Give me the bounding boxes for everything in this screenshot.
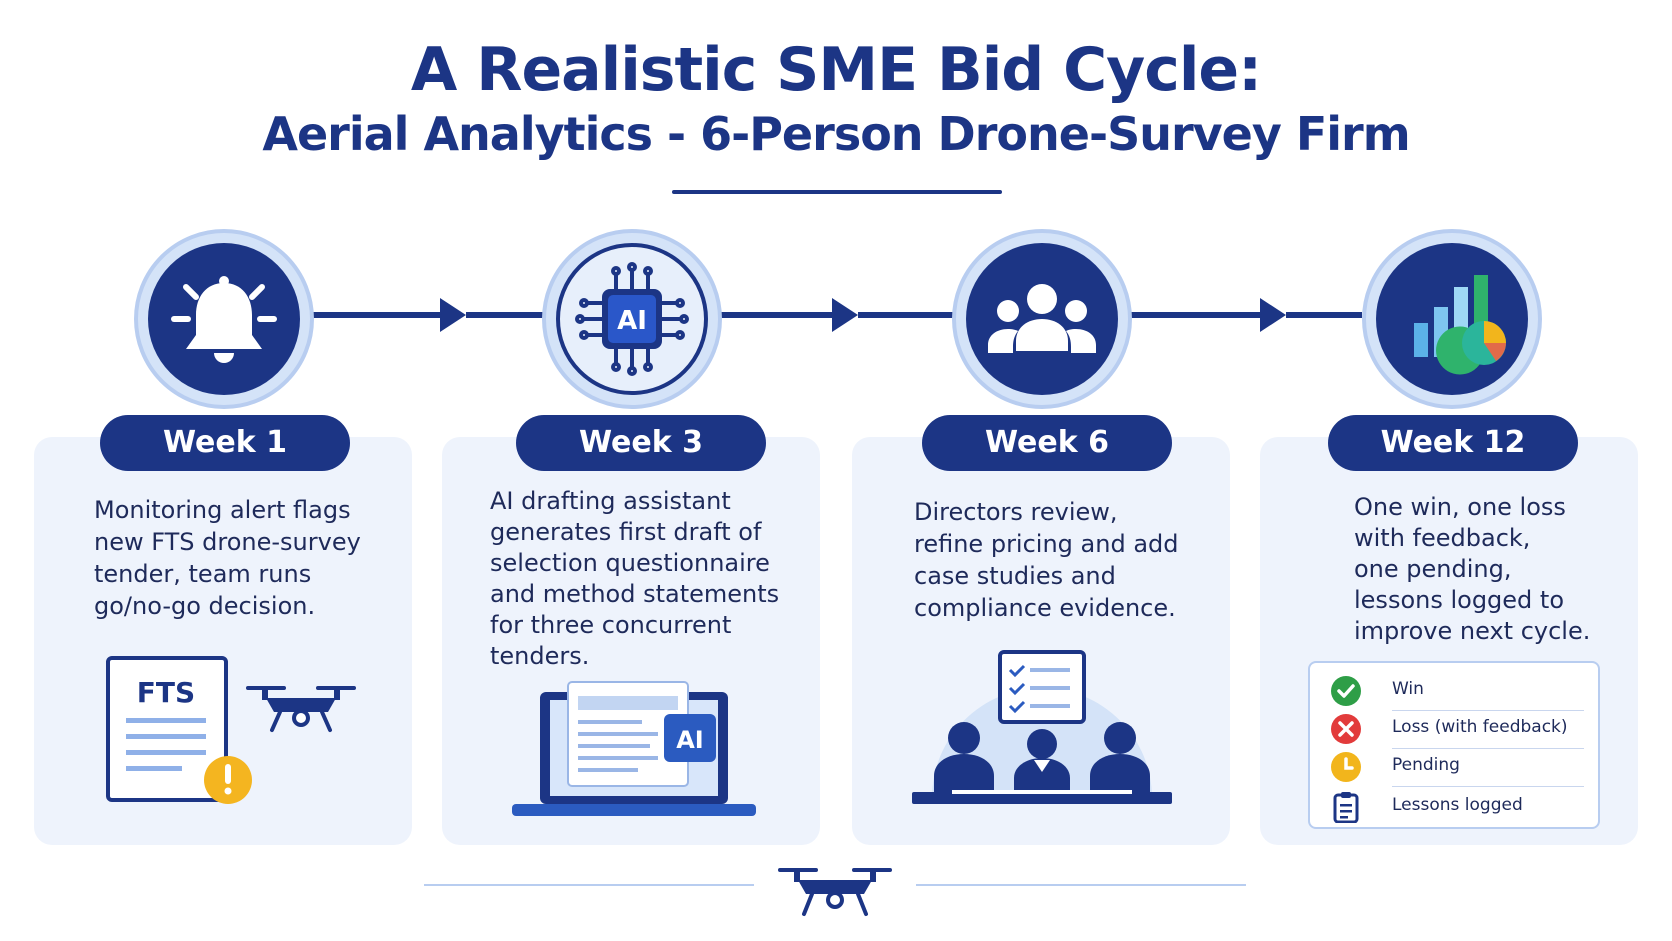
connector-3-4 <box>1130 312 1260 318</box>
legend-item-win: Win <box>1330 671 1584 711</box>
step-4-week-label: Week 12 <box>1328 415 1578 471</box>
step-2-icon-circle: AI <box>542 229 722 409</box>
page-title: A Realistic SME Bid Cycle: <box>410 35 1262 105</box>
clock-icon <box>1331 752 1361 782</box>
connector-2-3b <box>858 312 954 318</box>
footer-rule-left <box>424 884 754 886</box>
outcome-legend: Win Loss (with feedback) Pending Lessons… <box>1308 661 1600 829</box>
checklist-board-icon <box>998 650 1086 724</box>
footer-rule-right <box>916 884 1246 886</box>
step-2-week-label: Week 3 <box>516 415 766 471</box>
check-circle-icon <box>1331 676 1361 706</box>
warning-icon <box>204 756 252 804</box>
page-subtitle: Aerial Analytics - 6-Person Drone-Survey… <box>262 107 1410 161</box>
legend-item-loss: Loss (with feedback) <box>1330 709 1584 749</box>
chip-label: AI <box>617 306 647 336</box>
legend-item-lessons: Lessons logged <box>1330 787 1584 825</box>
analytics-chart-icon <box>1414 275 1506 375</box>
step-2-description: AI drafting assistant generates first dr… <box>490 487 780 670</box>
connector-2-3 <box>720 312 832 318</box>
step-1-icon-circle <box>134 229 314 409</box>
ai-chip-icon: AI <box>575 262 689 376</box>
step-1-description: Monitoring alert flags new FTS drone-sur… <box>94 496 361 620</box>
arrow-3-4 <box>1260 298 1286 332</box>
laptop-ai-illustration: AI <box>512 680 756 820</box>
connector-1-2 <box>310 312 440 318</box>
fts-label: FTS <box>137 676 195 709</box>
drone-icon <box>778 868 892 916</box>
connector-1-2b <box>466 312 546 318</box>
step-3-description: Directors review, refine pricing and add… <box>914 498 1179 622</box>
meeting-illustration <box>912 648 1172 818</box>
title-divider <box>672 190 1002 194</box>
drone-icon <box>246 686 356 732</box>
step-3-icon-circle <box>952 229 1132 409</box>
bell-alert-icon <box>171 276 277 363</box>
legend-item-pending: Pending <box>1330 747 1584 787</box>
cross-circle-icon <box>1331 714 1361 744</box>
arrow-2-3 <box>832 298 858 332</box>
arrow-1-2 <box>440 298 466 332</box>
step-4-description: One win, one loss with feedback, one pen… <box>1354 493 1591 645</box>
step-1-week-label: Week 1 <box>100 415 350 471</box>
clipboard-icon <box>1333 792 1359 823</box>
connector-3-4b <box>1286 312 1362 318</box>
laptop-ai-label: AI <box>676 726 704 754</box>
step-3-week-label: Week 6 <box>922 415 1172 471</box>
step-4-icon-circle <box>1362 229 1542 409</box>
team-group-icon <box>988 284 1096 353</box>
fts-document-illustration: FTS <box>106 656 366 806</box>
